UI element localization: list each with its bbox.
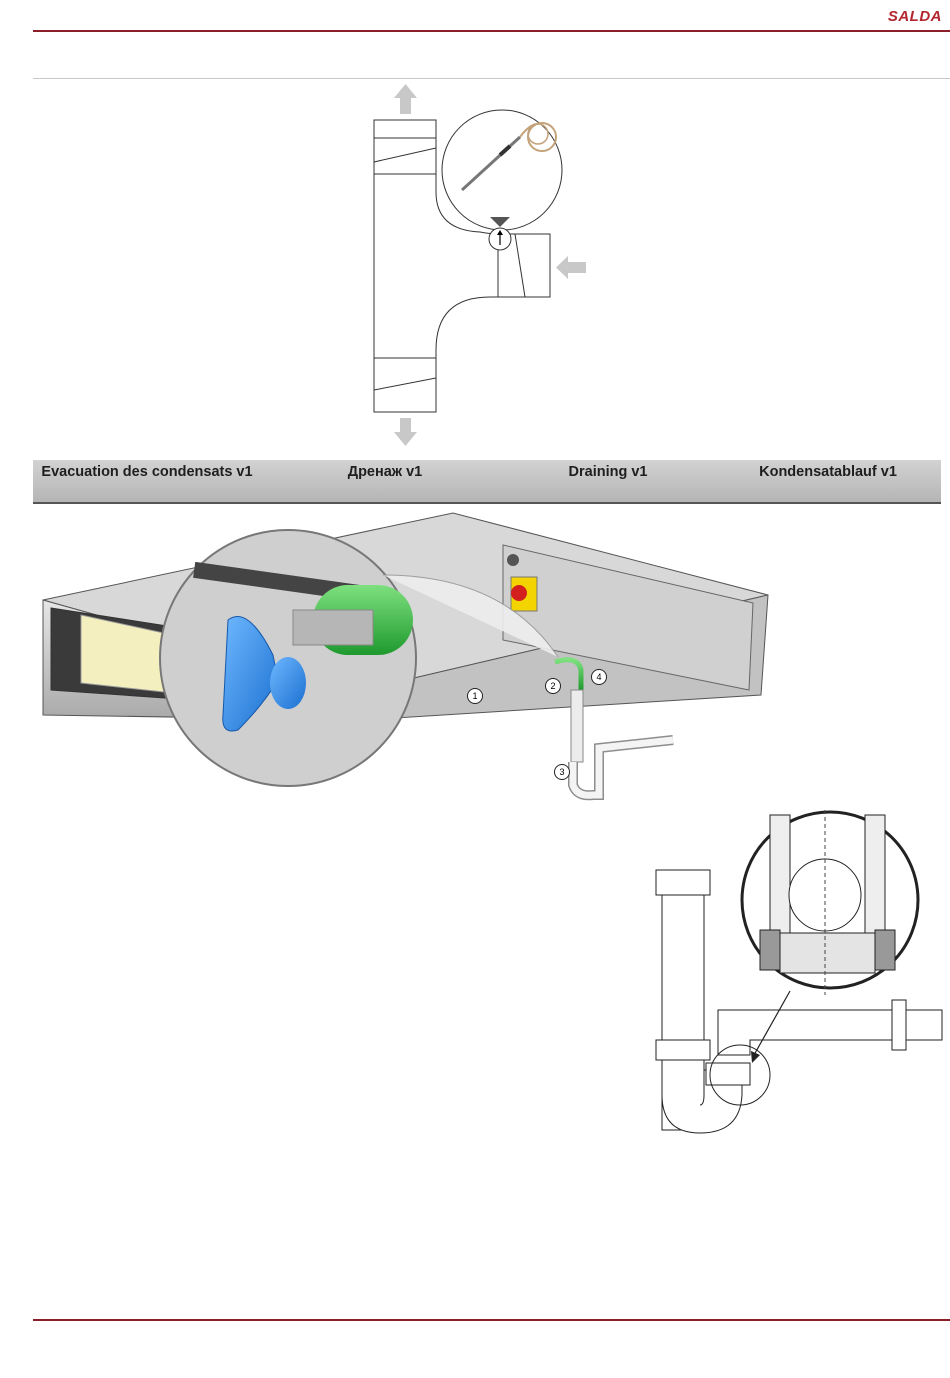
- section-title-ru: Дренаж v1: [315, 464, 455, 481]
- footer-rule: [33, 1319, 950, 1321]
- ahu-unit-illustration: [33, 505, 793, 810]
- callout-1: 1: [467, 688, 483, 704]
- section-title-de: Kondensatablauf v1: [733, 464, 923, 481]
- airflow-in-arrow: [556, 256, 586, 279]
- vertical-pipe: [662, 895, 704, 1130]
- salda-logo: SALDA: [888, 8, 942, 25]
- sensor-detail-circle: [442, 110, 562, 230]
- header-rule: [33, 30, 950, 32]
- duct-sensor-diagram: [340, 82, 600, 452]
- callout-4: 4: [591, 669, 607, 685]
- section-title-fr: Evacuation des condensats v1: [33, 464, 261, 481]
- section-title-en: Draining v1: [538, 464, 678, 481]
- siphon-trap-diagram: [630, 805, 945, 1140]
- outlet-pipe: [718, 1010, 895, 1055]
- callout-3: 3: [554, 764, 570, 780]
- section-header-band: Evacuation des condensats v1 Дренаж v1 D…: [33, 460, 941, 504]
- airflow-down-arrow: [394, 418, 417, 446]
- callout-2: 2: [545, 678, 561, 694]
- airflow-up-arrow: [394, 84, 417, 114]
- main-switch-icon: [511, 585, 527, 601]
- thin-rule: [33, 78, 950, 79]
